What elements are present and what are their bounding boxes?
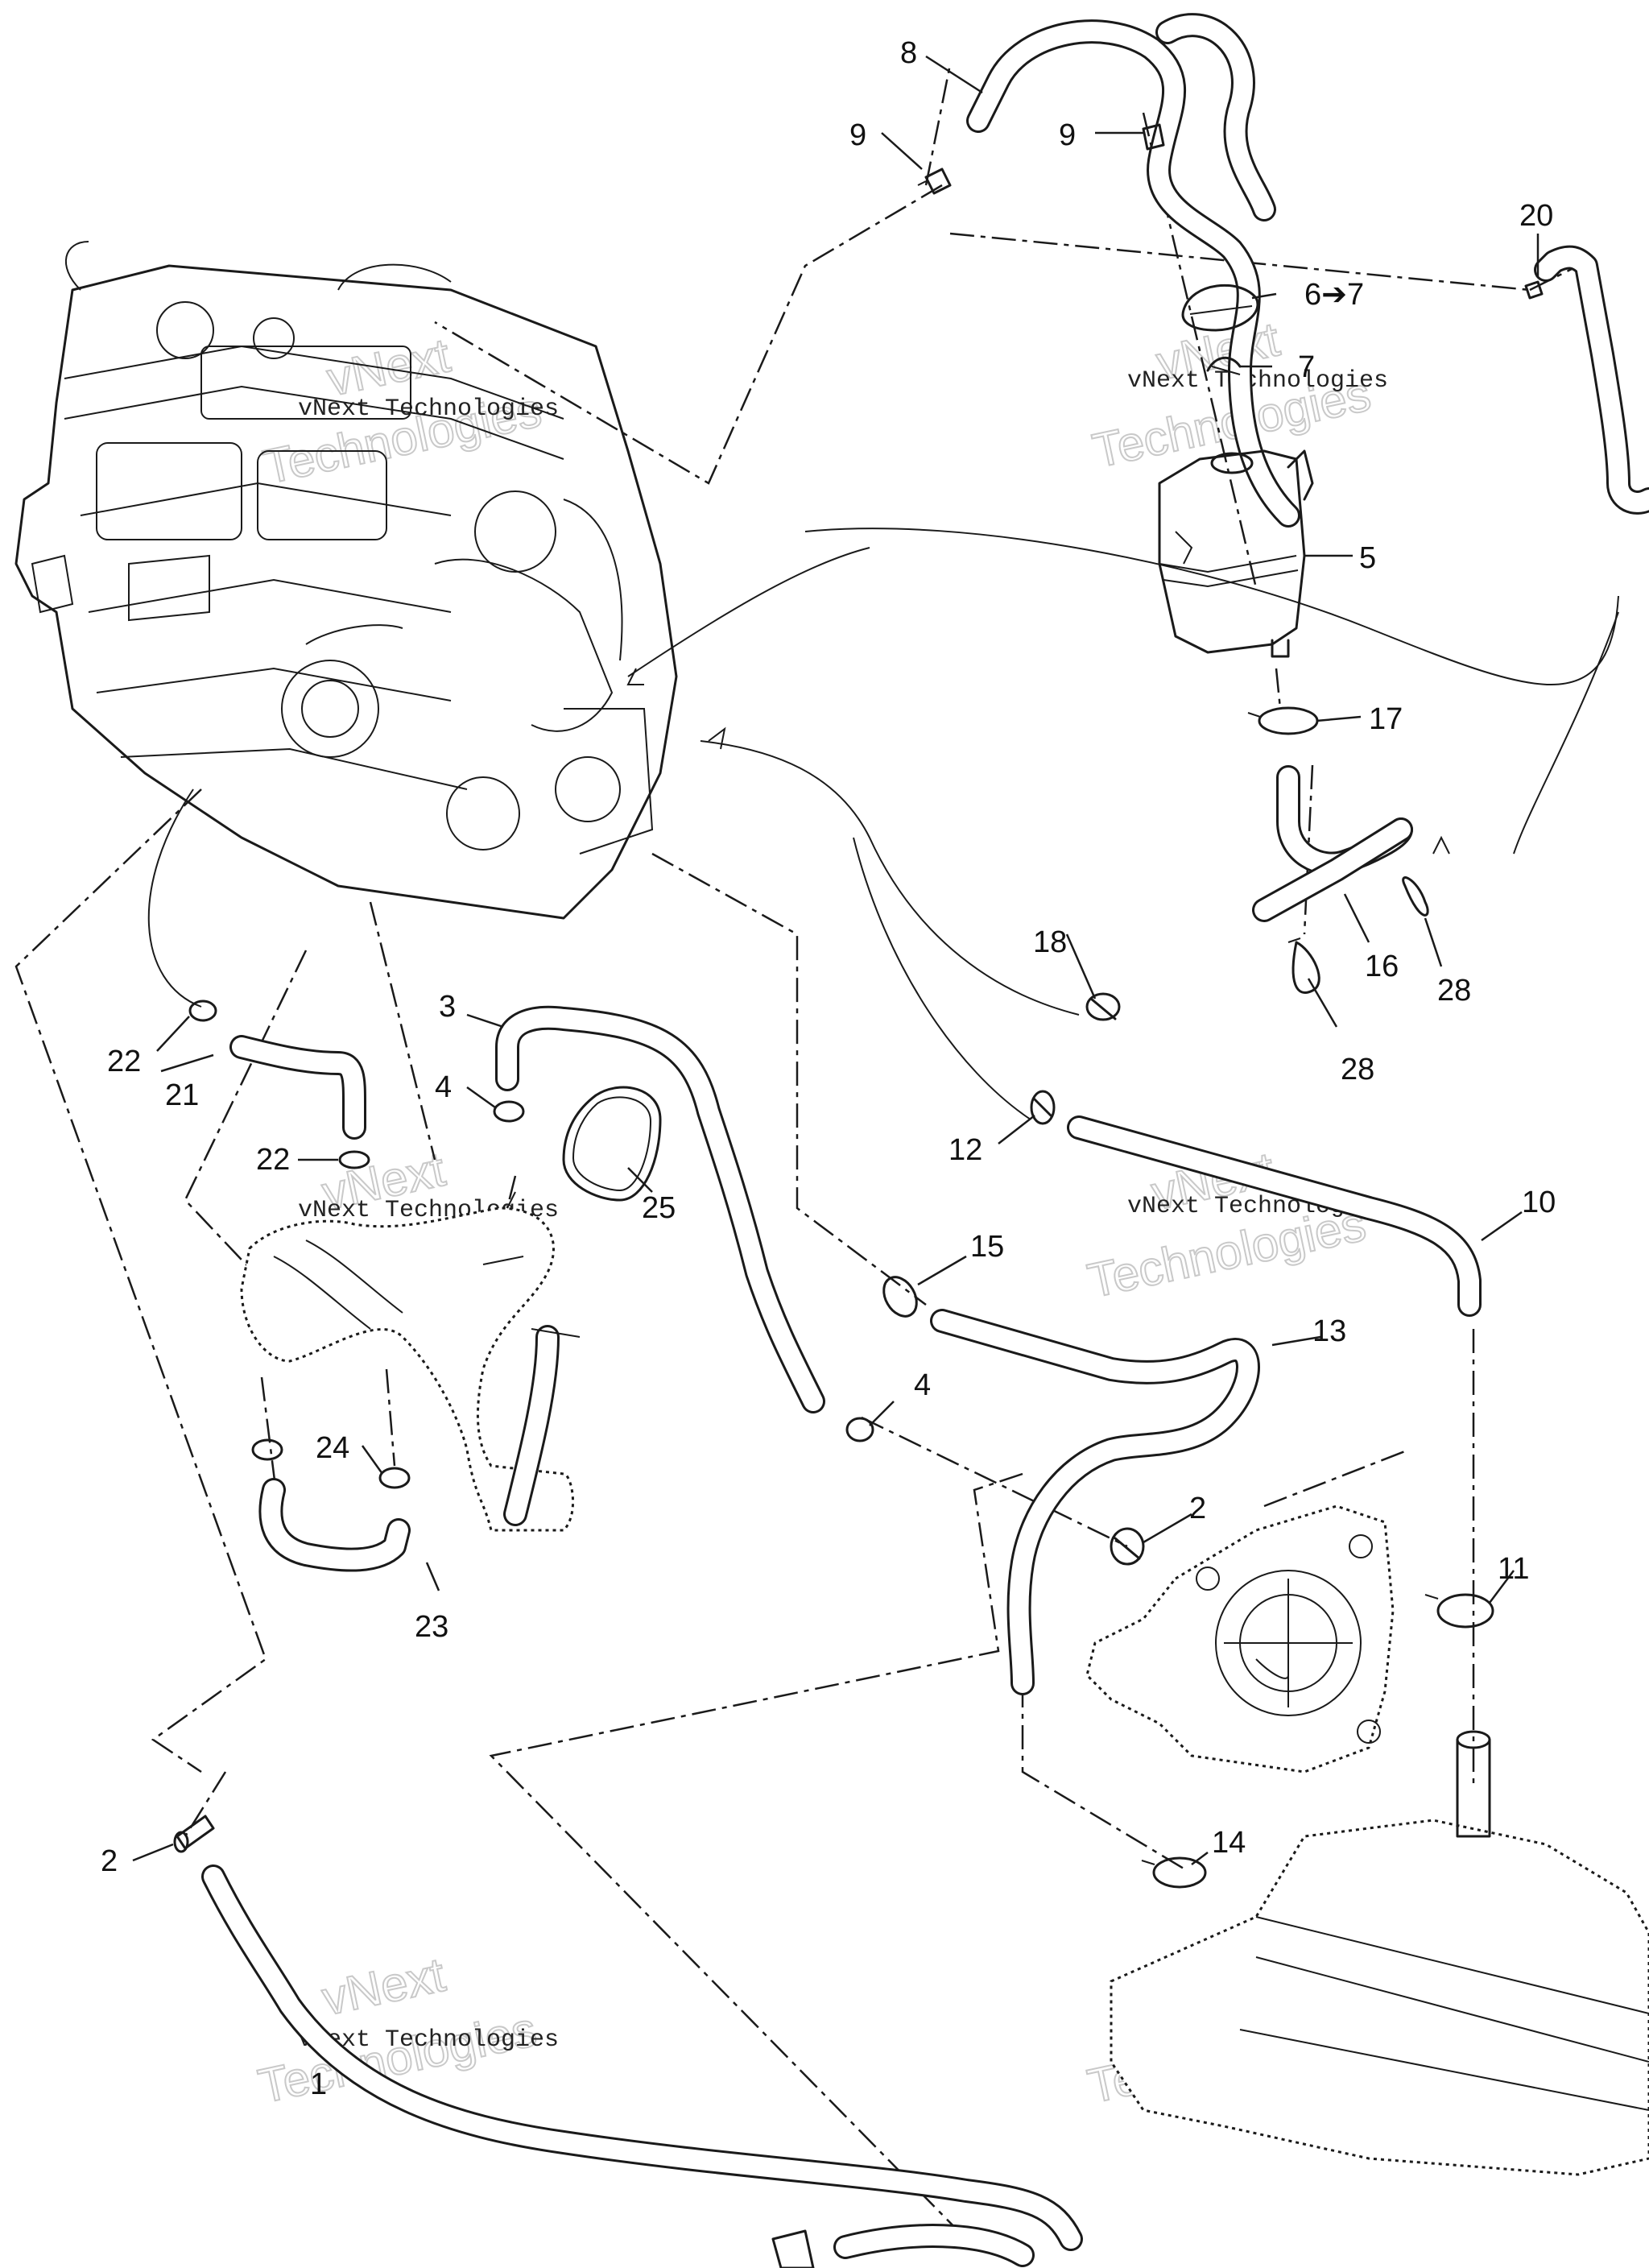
callout-14: 14 (1212, 1826, 1246, 1860)
clamp-12 (1030, 1090, 1056, 1125)
intercooler-plate (1110, 1730, 1649, 2176)
callout-17: 17 (1369, 702, 1403, 736)
assembly-lines (14, 64, 1579, 2240)
coolant-reservoir (1158, 449, 1314, 658)
tie-28-right (1402, 876, 1429, 917)
callout-7: 7 (1298, 350, 1315, 384)
clamp-22-lower (338, 1150, 370, 1169)
reservoir-cap (1181, 284, 1259, 332)
hose-fittings-bottom (771, 2224, 1035, 2268)
hose-23 (258, 1478, 411, 1572)
clamp-24-left (251, 1438, 283, 1461)
hose-1 (201, 1864, 1083, 2251)
hose-3 (495, 1005, 825, 1413)
callout-16: 16 (1365, 950, 1399, 983)
watermark-line1: vNext (317, 1947, 449, 2026)
clamp-2-right (1110, 1527, 1145, 1566)
callout-3: 3 (439, 990, 456, 1024)
hose-8 (966, 13, 1300, 528)
callout-numbers: 8 9 9 20 6➔7 7 5 17 18 16 28 28 3 4 22 2… (101, 36, 1556, 2101)
callout-1: 1 (310, 2067, 327, 2101)
callout-28-left: 28 (1341, 1053, 1374, 1086)
clamp-15 (882, 1276, 918, 1318)
callout-9-right: 9 (1059, 118, 1076, 152)
fitting-9-right (1142, 123, 1165, 151)
callout-11: 11 (1498, 1552, 1529, 1586)
watermark-line1: vNext (323, 328, 455, 406)
fitting-9-left (917, 168, 952, 195)
engine-assembly (14, 241, 678, 920)
cap-gasket (1206, 356, 1242, 375)
callout-25: 25 (642, 1191, 676, 1225)
callout-28-right: 28 (1437, 974, 1471, 1008)
hose-13 (930, 1309, 1260, 1695)
clamp-17 (1247, 706, 1319, 735)
callout-8: 8 (900, 36, 917, 70)
watermark-text: vNext Technologies (1127, 367, 1388, 395)
tie-28-left (1287, 937, 1320, 994)
hose-16 (1252, 765, 1413, 922)
fitting-2-left (173, 1815, 215, 1853)
callout-2-left: 2 (101, 1844, 118, 1878)
callout-2-right: 2 (1189, 1492, 1206, 1525)
callout-18: 18 (1033, 925, 1067, 959)
callout-10: 10 (1522, 1186, 1556, 1219)
callout-4-upper: 4 (435, 1070, 452, 1104)
hose-21 (229, 1035, 366, 1140)
callout-21: 21 (165, 1078, 199, 1112)
line-20 (1524, 245, 1649, 515)
callout-6-7: 6➔7 (1304, 278, 1364, 312)
flow-guides (147, 528, 1619, 1120)
clamp-11 (1424, 1593, 1494, 1629)
callout-22-upper: 22 (107, 1045, 141, 1078)
clamp-4-upper (493, 1100, 525, 1123)
callout-20: 20 (1519, 199, 1553, 233)
gasket-25 (562, 1086, 662, 1202)
clamp-18 (1085, 992, 1121, 1021)
callout-13: 13 (1312, 1314, 1346, 1348)
clamp-4-lower (845, 1417, 874, 1442)
pump-housing (1085, 1504, 1395, 1773)
leader-lines (132, 55, 1539, 1865)
callout-24: 24 (316, 1431, 349, 1465)
clamp-14 (1141, 1856, 1207, 1889)
callout-15: 15 (970, 1230, 1004, 1264)
callout-22-lower: 22 (256, 1143, 290, 1177)
callout-9-left: 9 (849, 118, 866, 152)
clamp-22-upper (188, 999, 217, 1022)
callout-23: 23 (415, 1610, 448, 1644)
callout-5: 5 (1359, 541, 1376, 575)
muffler-body (240, 1191, 581, 1532)
clamp-24-right (378, 1467, 411, 1489)
callout-4-lower: 4 (914, 1368, 931, 1402)
callout-12: 12 (948, 1133, 982, 1167)
hose-10 (1067, 1115, 1482, 1317)
